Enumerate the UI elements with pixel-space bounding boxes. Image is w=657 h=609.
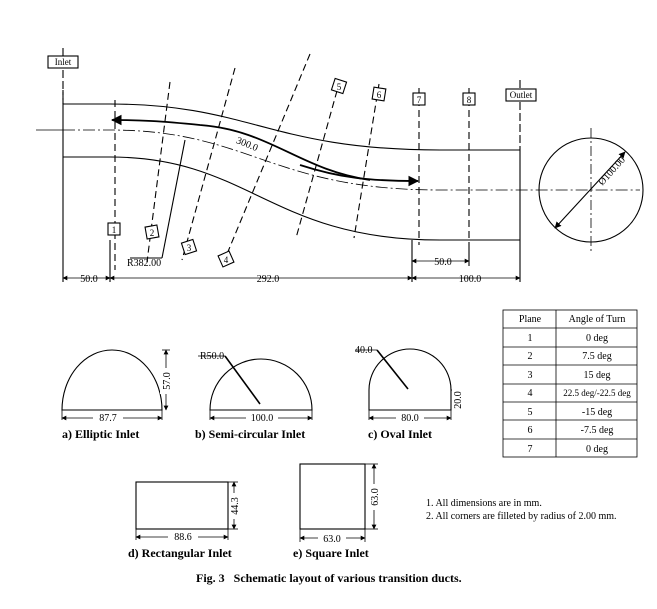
- duct-bottom-wall: [63, 156, 520, 241]
- rectangular-inlet-shape: [135, 481, 229, 530]
- table-cell: 6: [528, 425, 533, 436]
- duct-layout: [36, 48, 644, 282]
- elliptic-inlet-label: a) Elliptic Inlet: [62, 427, 139, 441]
- dim-292: 292.0: [257, 274, 280, 285]
- rectangular-inlet-label: d) Rectangular Inlet: [128, 546, 232, 560]
- dim-50-right: 50.0: [434, 257, 452, 268]
- table-cell: 7.5 deg: [582, 351, 611, 362]
- table-cell: -7.5 deg: [581, 425, 614, 436]
- inlet-shapes-text: 87.7 57.0 a) Elliptic Inlet R50.0 100.0 …: [62, 345, 464, 560]
- plane-tag-1: [107, 222, 121, 236]
- square-inlet-label: e) Square Inlet: [293, 546, 369, 560]
- diameter-label: Ø100.00: [596, 155, 627, 188]
- plane-tag-3: [180, 238, 198, 256]
- semicircular-inlet-label: b) Semi-circular Inlet: [195, 427, 305, 441]
- plane-label-1: 1: [112, 225, 117, 235]
- plane-tag-2: [144, 224, 160, 240]
- plane-label-8: 8: [467, 95, 472, 105]
- table-header-angle: Angle of Turn: [569, 314, 626, 325]
- plane-label-6: 6: [377, 90, 382, 100]
- centerline-arrow: [110, 114, 371, 181]
- oval-inlet-shape: [368, 348, 452, 411]
- duct-centerline: [63, 129, 640, 191]
- note-2: 2. All corners are filleted by radius of…: [426, 511, 617, 522]
- square-height: 63.0: [370, 488, 381, 506]
- table-cell: -15 deg: [582, 407, 612, 418]
- rectangular-height: 44.3: [230, 497, 241, 515]
- table-cell: 3: [528, 370, 533, 381]
- inlet-shapes: [61, 348, 462, 542]
- semicircle-width: 100.0: [251, 413, 274, 424]
- elliptic-width: 87.7: [99, 413, 117, 424]
- square-width: 63.0: [323, 534, 341, 545]
- oval-height: 20.0: [453, 391, 464, 409]
- plane-line-3: [181, 67, 236, 261]
- radius-leader: [161, 139, 186, 259]
- plane-line-2: [146, 81, 171, 263]
- dim-100: 100.0: [459, 274, 482, 285]
- plane-line-6: [353, 83, 380, 239]
- note-1: 1. All dimensions are in mm.: [426, 498, 542, 509]
- dim-50-left: 50.0: [80, 274, 98, 285]
- rectangular-width: 88.6: [174, 532, 192, 543]
- inlet-tag: [47, 55, 79, 69]
- duct-top-wall: [63, 103, 520, 151]
- plane-tag-8: [462, 92, 476, 106]
- table-cell: 5: [528, 407, 533, 418]
- table-cell: 22.5 deg/-22.5 deg: [563, 388, 631, 398]
- plane-tag-4: [217, 250, 235, 268]
- oval-radius-leader: [376, 349, 409, 390]
- plane-label-2: 2: [150, 228, 155, 238]
- figure-caption: Fig. 3 Schematic layout of various trans…: [196, 571, 462, 585]
- outlet-label: Outlet: [510, 90, 533, 100]
- angle-table: Plane Angle of Turn 1 0 deg 2 7.5 deg 3 …: [502, 309, 638, 458]
- elliptic-inlet-shape: [61, 349, 163, 411]
- table-cell: 7: [528, 444, 533, 455]
- oval-inlet-label: c) Oval Inlet: [368, 427, 432, 441]
- plane-label-5: 5: [337, 82, 342, 92]
- table-cell: 2: [528, 351, 533, 362]
- semicircle-radius-label: R50.0: [200, 351, 224, 362]
- semicircle-radius-leader: [224, 355, 261, 405]
- table-cell: 1: [528, 333, 533, 344]
- table-cell: 0 deg: [586, 333, 608, 344]
- plane-line-4: [221, 53, 311, 267]
- outlet-tag: [505, 88, 537, 102]
- square-inlet-shape: [299, 463, 366, 530]
- table-cell: 0 deg: [586, 444, 608, 455]
- elliptic-height: 57.0: [162, 372, 173, 390]
- table-header-plane: Plane: [519, 314, 542, 325]
- oval-radius-label: 40.0: [355, 345, 373, 356]
- table-cell: 4: [528, 388, 533, 399]
- plane-label-7: 7: [417, 95, 422, 105]
- plane-tag-7: [412, 92, 426, 106]
- plane-tag-6: [371, 86, 387, 102]
- table-cell: 15 deg: [584, 370, 611, 381]
- plane-label-3: 3: [187, 243, 192, 253]
- radius-label: R382.00: [127, 258, 161, 269]
- semicircular-inlet-shape: [209, 358, 313, 411]
- plane-line-5: [295, 79, 341, 239]
- oval-width: 80.0: [401, 413, 419, 424]
- plane-label-4: 4: [224, 255, 229, 265]
- plane-tag-5: [330, 77, 348, 95]
- diameter-leader: [554, 151, 626, 229]
- inlet-label: Inlet: [55, 57, 72, 67]
